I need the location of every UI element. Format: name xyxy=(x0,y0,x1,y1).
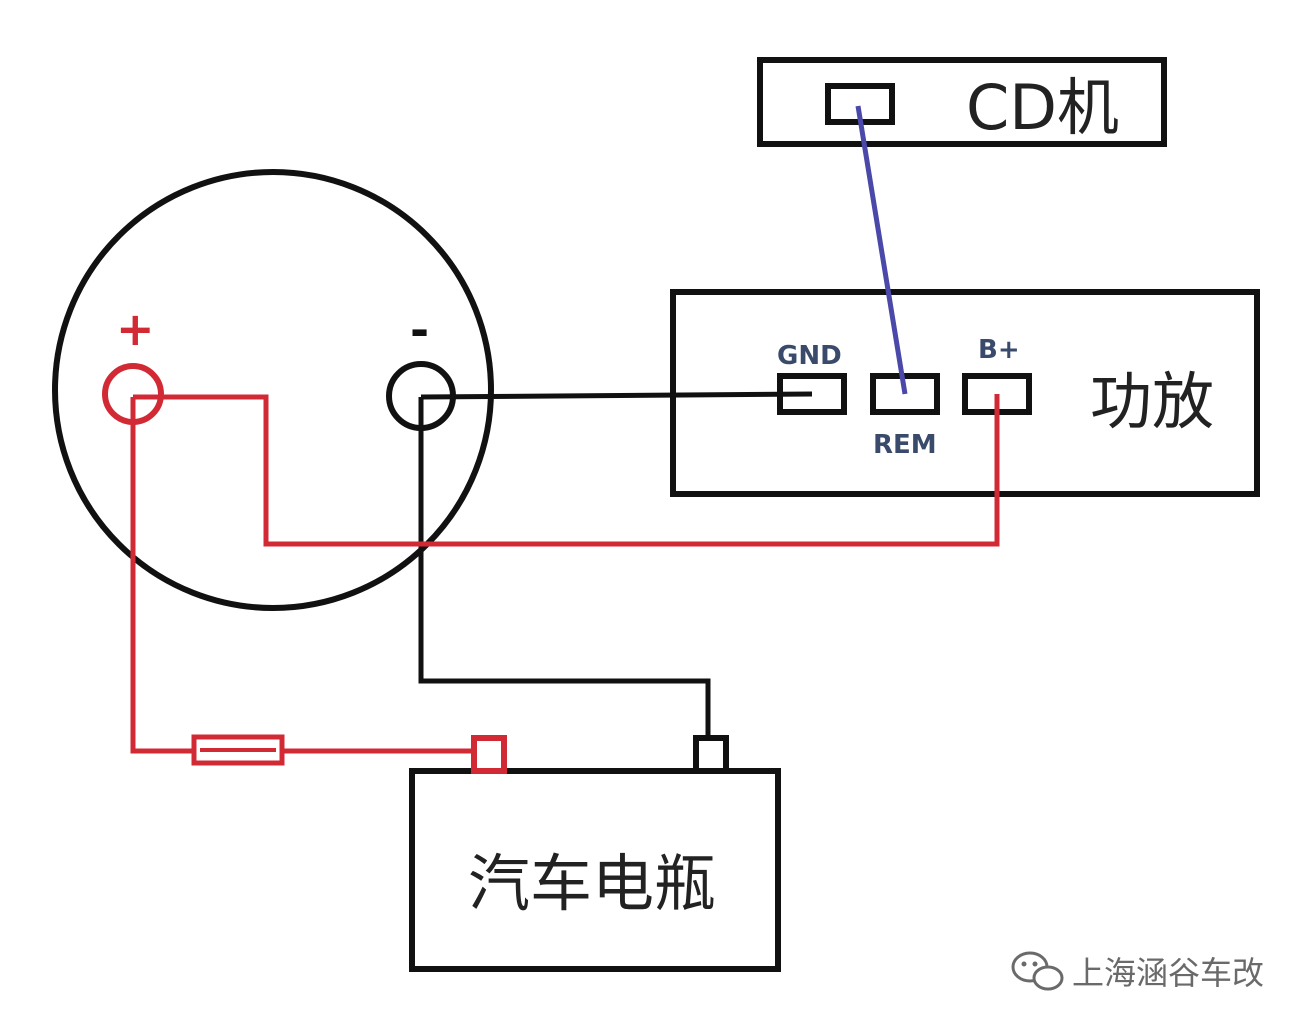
cd-player-box xyxy=(757,57,1167,147)
watermark-text: 上海涵谷车改 xyxy=(1072,954,1264,992)
ground-wire-battery xyxy=(418,397,711,738)
power-wire-battery xyxy=(130,397,474,754)
remote-wire xyxy=(855,105,908,395)
rem-label: REM xyxy=(873,430,937,460)
gnd-label: GND xyxy=(777,341,842,371)
battery-positive-terminal xyxy=(471,735,507,774)
battery-box xyxy=(409,768,781,972)
capacitor-body xyxy=(52,169,494,611)
b-plus-label: B+ xyxy=(978,335,1020,365)
battery-label: 汽车电瓶 xyxy=(468,847,716,920)
power-wire-amp xyxy=(133,394,1000,547)
ground-wire-amp xyxy=(420,391,813,400)
rem-terminal xyxy=(870,373,940,415)
cd-player-label: CD机 xyxy=(966,71,1119,144)
plus-sign: + xyxy=(116,302,155,356)
battery-negative-terminal xyxy=(693,735,729,774)
minus-sign: - xyxy=(410,303,429,357)
wechat-icon xyxy=(1011,951,1064,991)
amplifier-label: 功放 xyxy=(1090,365,1214,438)
